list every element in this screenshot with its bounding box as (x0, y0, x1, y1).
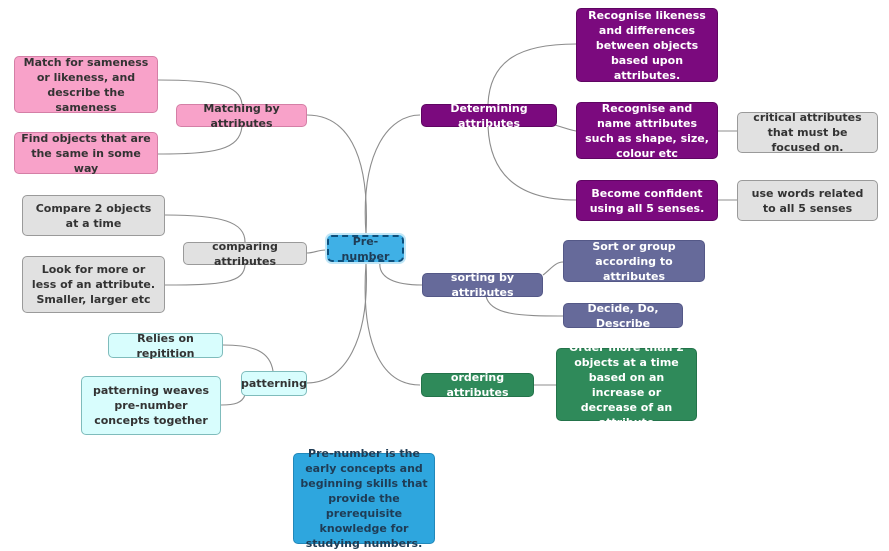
node-look-for-more-or-less[interactable]: Look for more or less of an attribute. S… (22, 256, 165, 313)
branch-label: Determining attributes (450, 101, 528, 130)
branch-patterning[interactable]: patterning (241, 371, 307, 396)
connector-comparing-2 (164, 263, 246, 286)
connector-patterning-2 (220, 394, 246, 406)
connector-sorting-1 (542, 261, 564, 276)
branch-sorting-attributes[interactable]: sorting by attributes (422, 271, 543, 299)
node-find-same-objects[interactable]: Find objects that are the same in some w… (14, 132, 158, 175)
connector-root-sorting (379, 261, 423, 286)
connector-determining-3 (487, 125, 577, 201)
connector-determining-2 (554, 124, 577, 132)
root-label: Pre-number (341, 234, 390, 263)
node-sort-or-group[interactable]: Sort or group according to attributes (563, 240, 705, 283)
connector-root-patterning (306, 262, 367, 384)
connector-root-matching (306, 114, 367, 235)
connector-comparing-1 (164, 214, 246, 243)
node-patterning-weaves[interactable]: patterning weaves pre-number concepts to… (81, 376, 221, 435)
connector-sorting-2 (485, 295, 564, 317)
definition-callout[interactable]: Pre-number is the early concepts and beg… (293, 447, 435, 550)
connector-root-ordering (364, 262, 421, 386)
note-words-5-senses[interactable]: use words related to all 5 senses (737, 180, 878, 221)
branch-ordering-attributes[interactable]: ordering attributes (421, 371, 534, 399)
node-compare-2-objects[interactable]: Compare 2 objects at a time (22, 195, 165, 236)
connector-root-comparing (306, 249, 327, 254)
node-become-confident-senses[interactable]: Become confident using all 5 senses. (576, 180, 718, 221)
branch-comparing-attributes[interactable]: comparing attributes (183, 240, 307, 268)
node-relies-on-repitition[interactable]: Relies on repitition (108, 332, 223, 360)
node-recognise-likeness[interactable]: Recognise likeness and differences betwe… (576, 8, 718, 82)
branch-matching-attributes[interactable]: Matching by attributes (176, 102, 307, 130)
node-match-sameness[interactable]: Match for sameness or likeness, and desc… (14, 56, 158, 114)
connector-determining-1 (487, 43, 577, 105)
node-decide-do-describe[interactable]: Decide, Do, Describe (563, 302, 683, 330)
connector-matching-2 (157, 125, 243, 155)
node-order-more-than-2[interactable]: Order more than 2 objects at a time base… (556, 341, 697, 429)
note-critical-attributes[interactable]: critical attributes that must be focused… (737, 111, 878, 154)
connector-patterning-1 (222, 344, 274, 372)
connector-root-determining (364, 114, 421, 235)
connector-matching-1 (157, 79, 243, 105)
branch-determining-attributes[interactable]: Determining attributes (421, 102, 557, 130)
node-recognise-name-attributes[interactable]: Recognise and name attributes such as sh… (576, 102, 718, 160)
root-node[interactable]: Pre-number (327, 234, 404, 263)
